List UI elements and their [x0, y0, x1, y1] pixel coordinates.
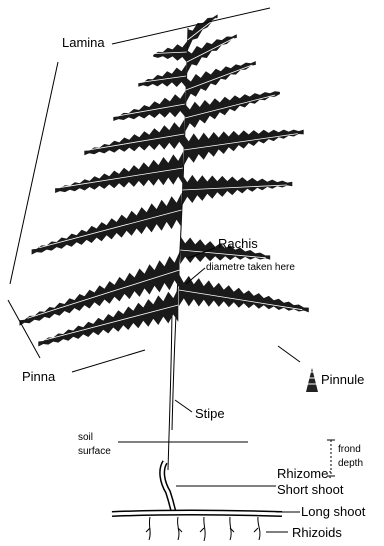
label-rachis: Rachis — [218, 236, 258, 251]
label-lamina: Lamina — [62, 35, 105, 50]
stipe-leader — [175, 400, 192, 412]
pinna-12 — [32, 193, 182, 255]
pinna-leader-a — [72, 350, 145, 372]
pinnule-leader — [278, 346, 300, 362]
pinna-midrib-3 — [187, 38, 234, 62]
stipe — [172, 28, 188, 430]
label-long-shoot: Long shoot — [301, 504, 366, 519]
label-short-shoot: Short shoot — [277, 482, 344, 497]
frond-pinnae — [20, 14, 309, 346]
label-surface: surface — [78, 446, 111, 457]
label-pinnule: Pinnule — [321, 372, 364, 387]
label-rhizome: Rhizome: — [277, 466, 332, 481]
pinna-11 — [182, 175, 292, 205]
label-stipe: Stipe — [195, 406, 225, 421]
rhizoids — [146, 517, 260, 541]
label-diametre: diametre taken here — [206, 262, 295, 273]
label-pinna: Pinna — [22, 369, 56, 384]
pinnule-detail — [306, 368, 318, 392]
label-frond: frond — [338, 444, 361, 455]
label-rhizoids: Rhizoids — [292, 525, 342, 540]
label-soil: soil — [78, 432, 93, 443]
pinna-leader-b — [8, 300, 40, 358]
pinna-8 — [84, 119, 184, 155]
stipe-lower — [168, 300, 172, 470]
pinna-10 — [55, 152, 183, 193]
label-depth: depth — [338, 458, 363, 469]
pinna-4 — [138, 64, 186, 87]
